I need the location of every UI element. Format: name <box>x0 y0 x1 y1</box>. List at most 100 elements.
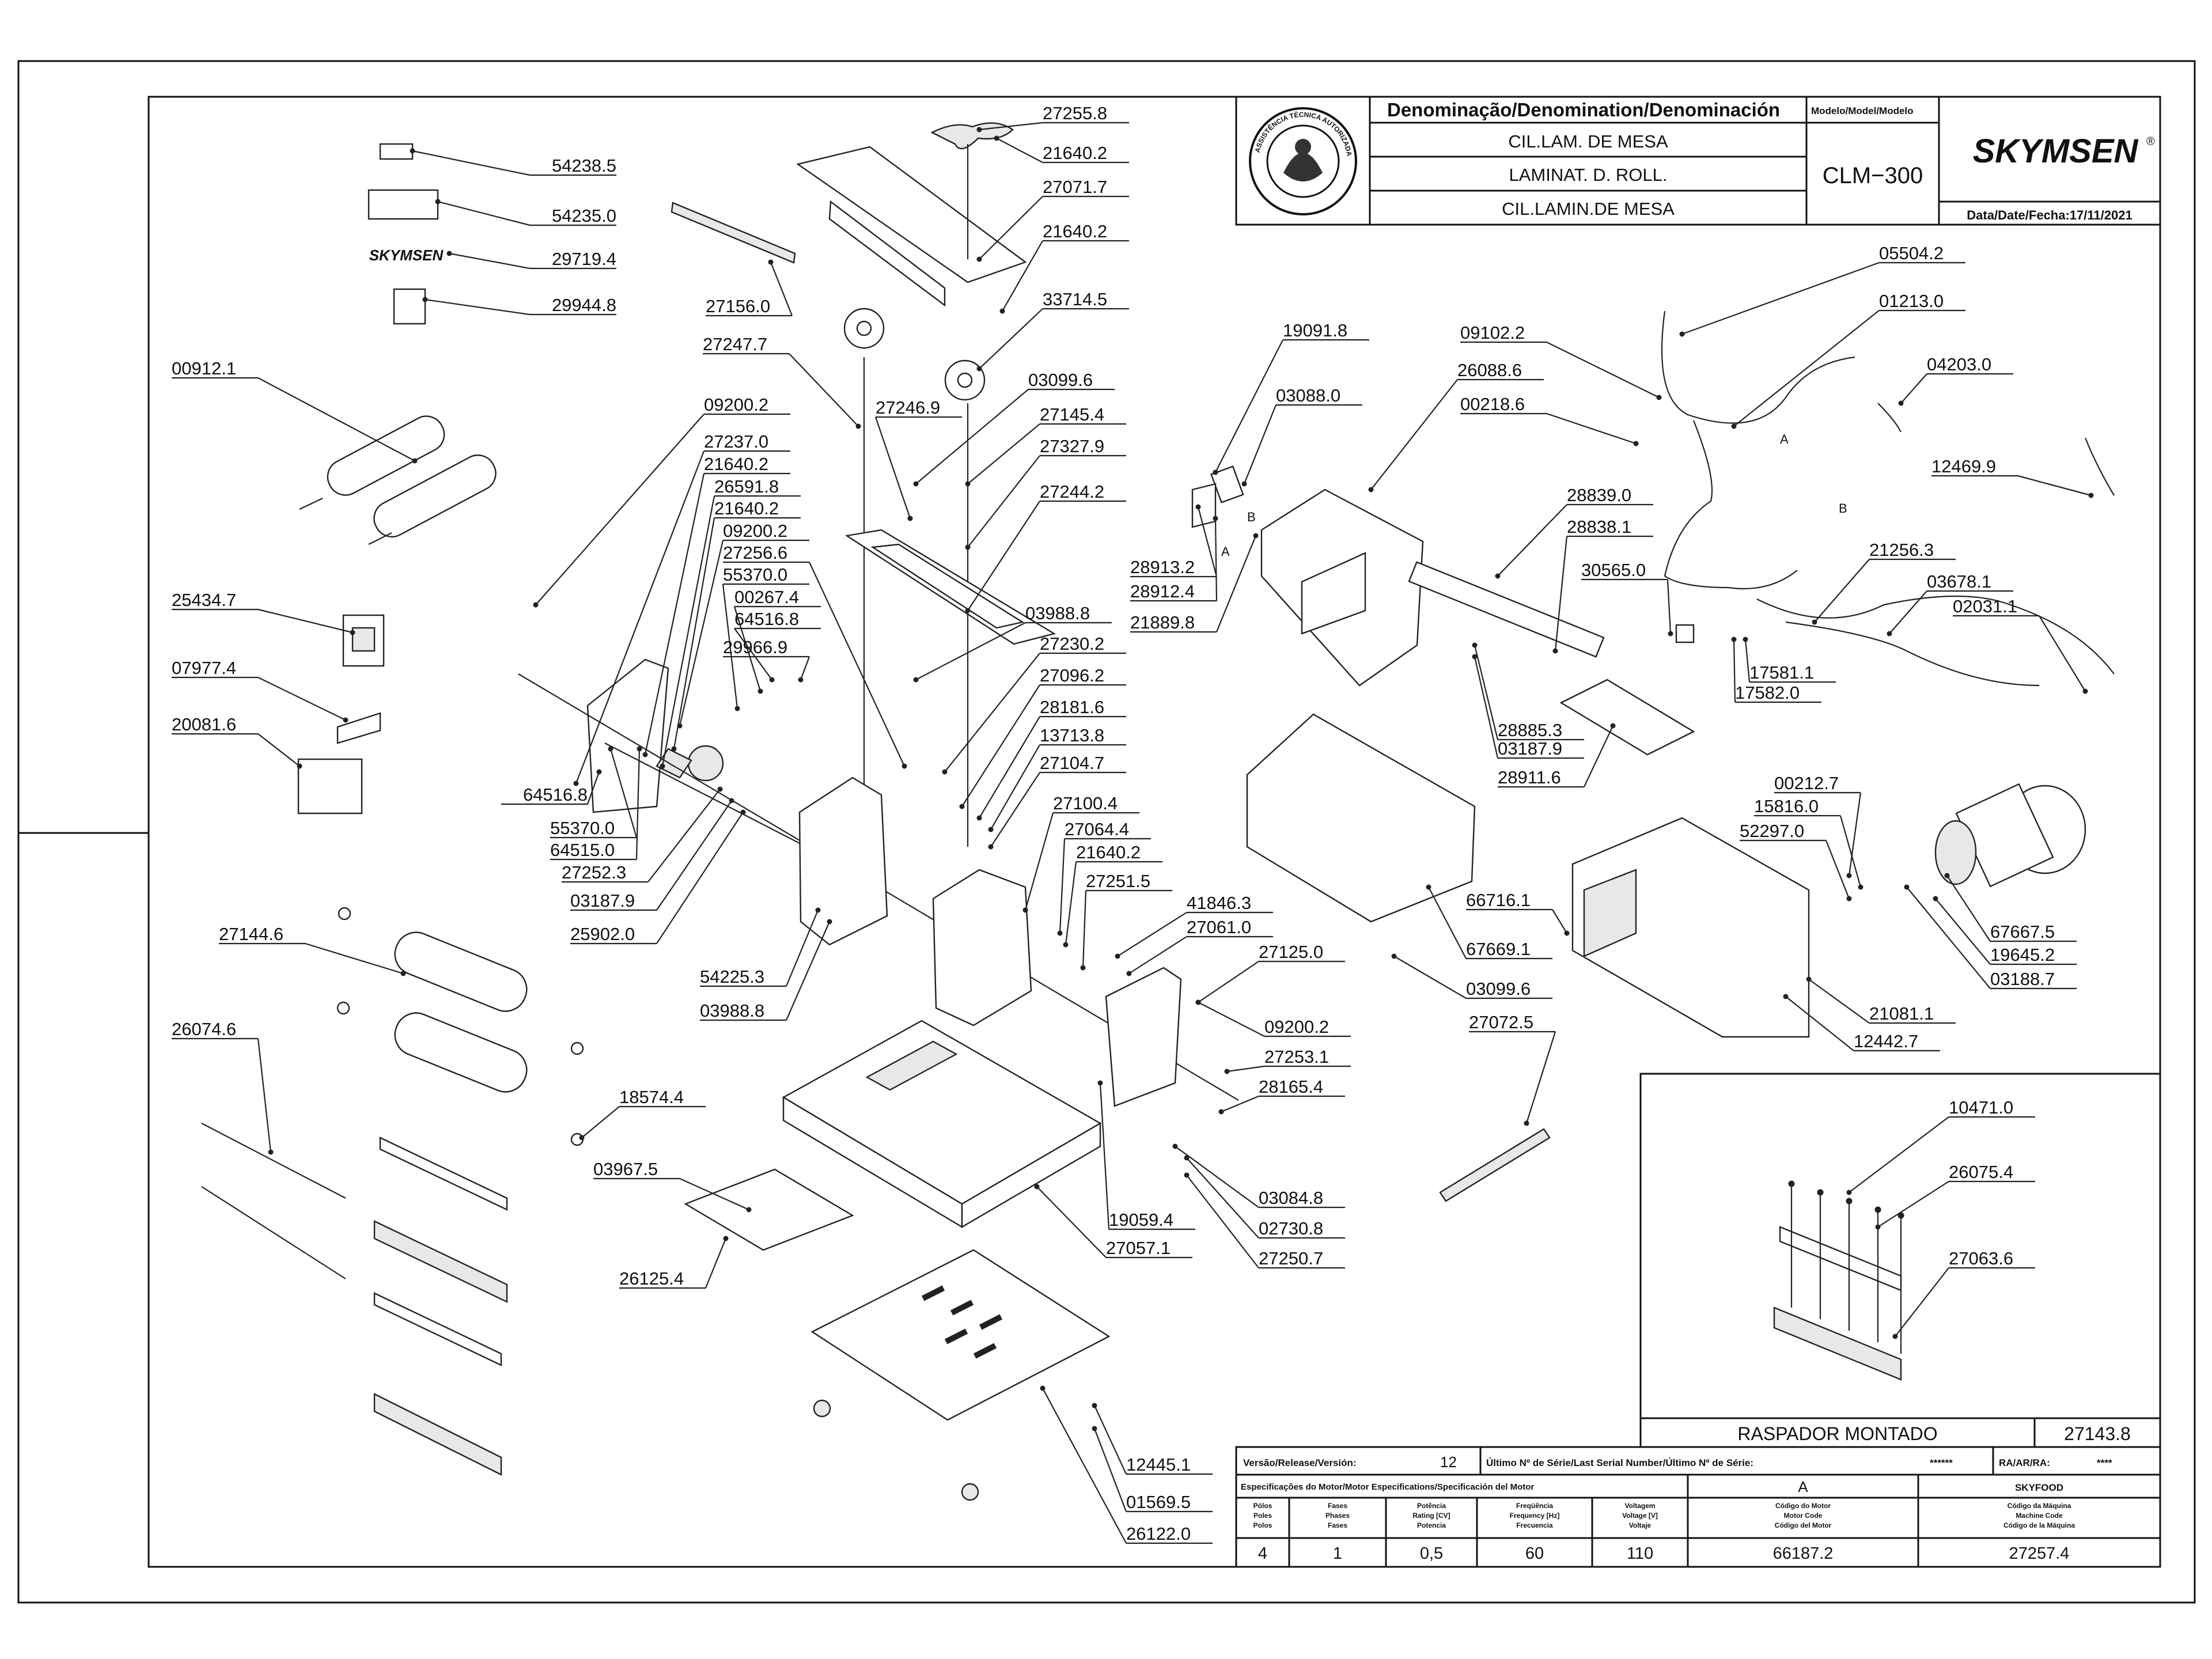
part-label-p12445_1: 12445.1 <box>1126 1455 1191 1475</box>
part-label-p41846_3: 41846.3 <box>1187 893 1251 913</box>
part-label-p29966_9: 29966.9 <box>723 637 787 657</box>
scraper-left-upper <box>201 1123 508 1303</box>
leader-p26074_6 <box>257 1038 272 1153</box>
leader-dot-p27250_7 <box>1184 1172 1190 1178</box>
leader-p05504_2 <box>1681 262 1880 335</box>
lower-housing <box>1246 713 1476 923</box>
leader-dot-p64516_8a <box>769 677 775 683</box>
rail-bar <box>1439 1128 1551 1202</box>
leader-p27071_7 <box>979 196 1043 260</box>
leader-p03988_8b <box>915 622 1026 680</box>
leader-p09200_2c <box>1198 1002 1265 1037</box>
warning-decal <box>342 614 385 667</box>
guide-tube <box>1408 561 1605 658</box>
leader-dot-p27104_7 <box>988 844 994 850</box>
part-label-p07977_4: 07977.4 <box>172 658 236 678</box>
part-label-p27244_2: 27244.2 <box>1040 482 1104 502</box>
leader-p27125_0 <box>1198 961 1259 1003</box>
leader-p55370_0a <box>722 584 738 709</box>
leader-dot-p04203_0 <box>1898 400 1904 406</box>
leader-dot-p09200_2a <box>533 602 539 608</box>
name-en: LAMINAT. D. ROLL. <box>1509 165 1667 185</box>
part-label-p27100_4: 27100.4 <box>1053 793 1118 813</box>
leader-dot-p05504_2 <box>1679 331 1685 337</box>
part-label-p27237_0: 27237.0 <box>704 431 768 452</box>
leader-dot-p12469_9 <box>2088 493 2094 498</box>
part-label-p55370_0b: 55370.0 <box>550 818 615 838</box>
marker-b2: B <box>1839 501 1847 516</box>
leader-p30565_0 <box>1666 579 1672 634</box>
part-label-p28181_6: 28181.6 <box>1040 697 1104 717</box>
leader-dot-p15816_0 <box>1858 884 1863 890</box>
leader-p02031_1 <box>2039 615 2086 692</box>
leader-p27250_7 <box>1186 1175 1259 1268</box>
leader-p01213_0 <box>1733 310 1880 427</box>
leader-p27104_7 <box>990 772 1040 847</box>
leader-p21889_8 <box>1215 535 1257 632</box>
part-label-p19059_4: 19059.4 <box>1109 1210 1173 1230</box>
leader-p21081_1 <box>1808 979 1870 1024</box>
leader-p27237_0 <box>575 450 705 784</box>
leader-dot-p17581_1 <box>1743 637 1748 642</box>
leader-p03187_9a <box>656 800 732 911</box>
leader-dot-p27244_2 <box>965 608 971 613</box>
leader-p21640_2d <box>1002 240 1043 312</box>
version-value: 12 <box>1440 1453 1457 1471</box>
leader-dot-p18574_4 <box>579 1135 585 1141</box>
part-label-p19091_8: 19091.8 <box>1283 320 1347 340</box>
denomination-header: Denominação/Denomination/Denominación <box>1387 99 1780 120</box>
leader-dot-p55370_0a <box>734 706 740 711</box>
part-label-p03088_0: 03088.0 <box>1276 385 1340 406</box>
ra-label: RA/AR/RA: <box>1999 1457 2050 1468</box>
part-label-p27230_2: 27230.2 <box>1040 634 1104 654</box>
part-label-p17582_0: 17582.0 <box>1735 683 1800 703</box>
outer-frame <box>17 60 2196 1604</box>
leader-dot-p09200_2b <box>677 723 683 729</box>
part-label-p04203_0: 04203.0 <box>1927 354 1991 374</box>
leader-dot-p03967_5 <box>746 1207 752 1213</box>
svg-text:®: ® <box>2146 135 2155 148</box>
leader-dot-p66716_1 <box>1564 930 1570 936</box>
scraper-left-lower <box>201 1186 502 1476</box>
part-label-p03967_5: 03967.5 <box>593 1159 658 1179</box>
leader-dot-p27253_1 <box>1224 1069 1230 1074</box>
motor <box>1934 783 2086 888</box>
leader-p66716_1 <box>1552 909 1567 934</box>
part-label-p26088_6: 26088.6 <box>1457 360 1522 380</box>
leader-p25434_7 <box>257 608 353 634</box>
part-label-p03988_8b: 03988.8 <box>1025 603 1090 623</box>
leader-p27156_0 <box>770 262 793 316</box>
leader-dot-p54235_0 <box>435 199 441 204</box>
leader-p27327_9 <box>967 455 1040 548</box>
leader-dot-p27156_0 <box>768 259 774 265</box>
part-label-p09102_2: 09102.2 <box>1460 323 1525 343</box>
leader-dot-p27061_0 <box>1126 971 1132 976</box>
part-label-p10471_0: 10471.0 <box>1949 1097 2013 1118</box>
leader-dot-p03988_8a <box>827 919 832 925</box>
leader-dot-p33714_5 <box>976 366 982 372</box>
leader-p27255_8 <box>979 122 1043 131</box>
leader-dot-p41846_3 <box>1115 953 1120 959</box>
leader-p15816_0 <box>1839 815 1862 888</box>
roller-pair-mid <box>336 907 584 1146</box>
leader-dot-p10471_0 <box>1846 1190 1852 1195</box>
leader-dot-p09200_2c <box>1195 999 1201 1005</box>
part-label-p09200_2c: 09200.2 <box>1264 1017 1329 1037</box>
part-label-p27064_4: 27064.4 <box>1065 819 1129 839</box>
leader-dot-p52297_0 <box>1846 896 1852 902</box>
leader-dot-p28911_6 <box>1610 723 1616 729</box>
part-label-p27072_5: 27072.5 <box>1469 1012 1533 1032</box>
bearing-block-left <box>798 777 888 946</box>
leader-p03967_5 <box>679 1177 749 1211</box>
part-label-p27250_7: 27250.7 <box>1259 1248 1323 1268</box>
hinge-bracket <box>1191 483 1217 528</box>
leader-p28839_0 <box>1497 504 1567 577</box>
leader-dot-p28165_4 <box>1218 1109 1224 1115</box>
leader-p21640_2b <box>673 517 715 749</box>
name-pt: CIL.LAM. DE MESA <box>1508 131 1668 151</box>
model-header: Modelo/Model/Modelo <box>1811 105 1914 116</box>
leader-p41846_3 <box>1117 912 1187 957</box>
